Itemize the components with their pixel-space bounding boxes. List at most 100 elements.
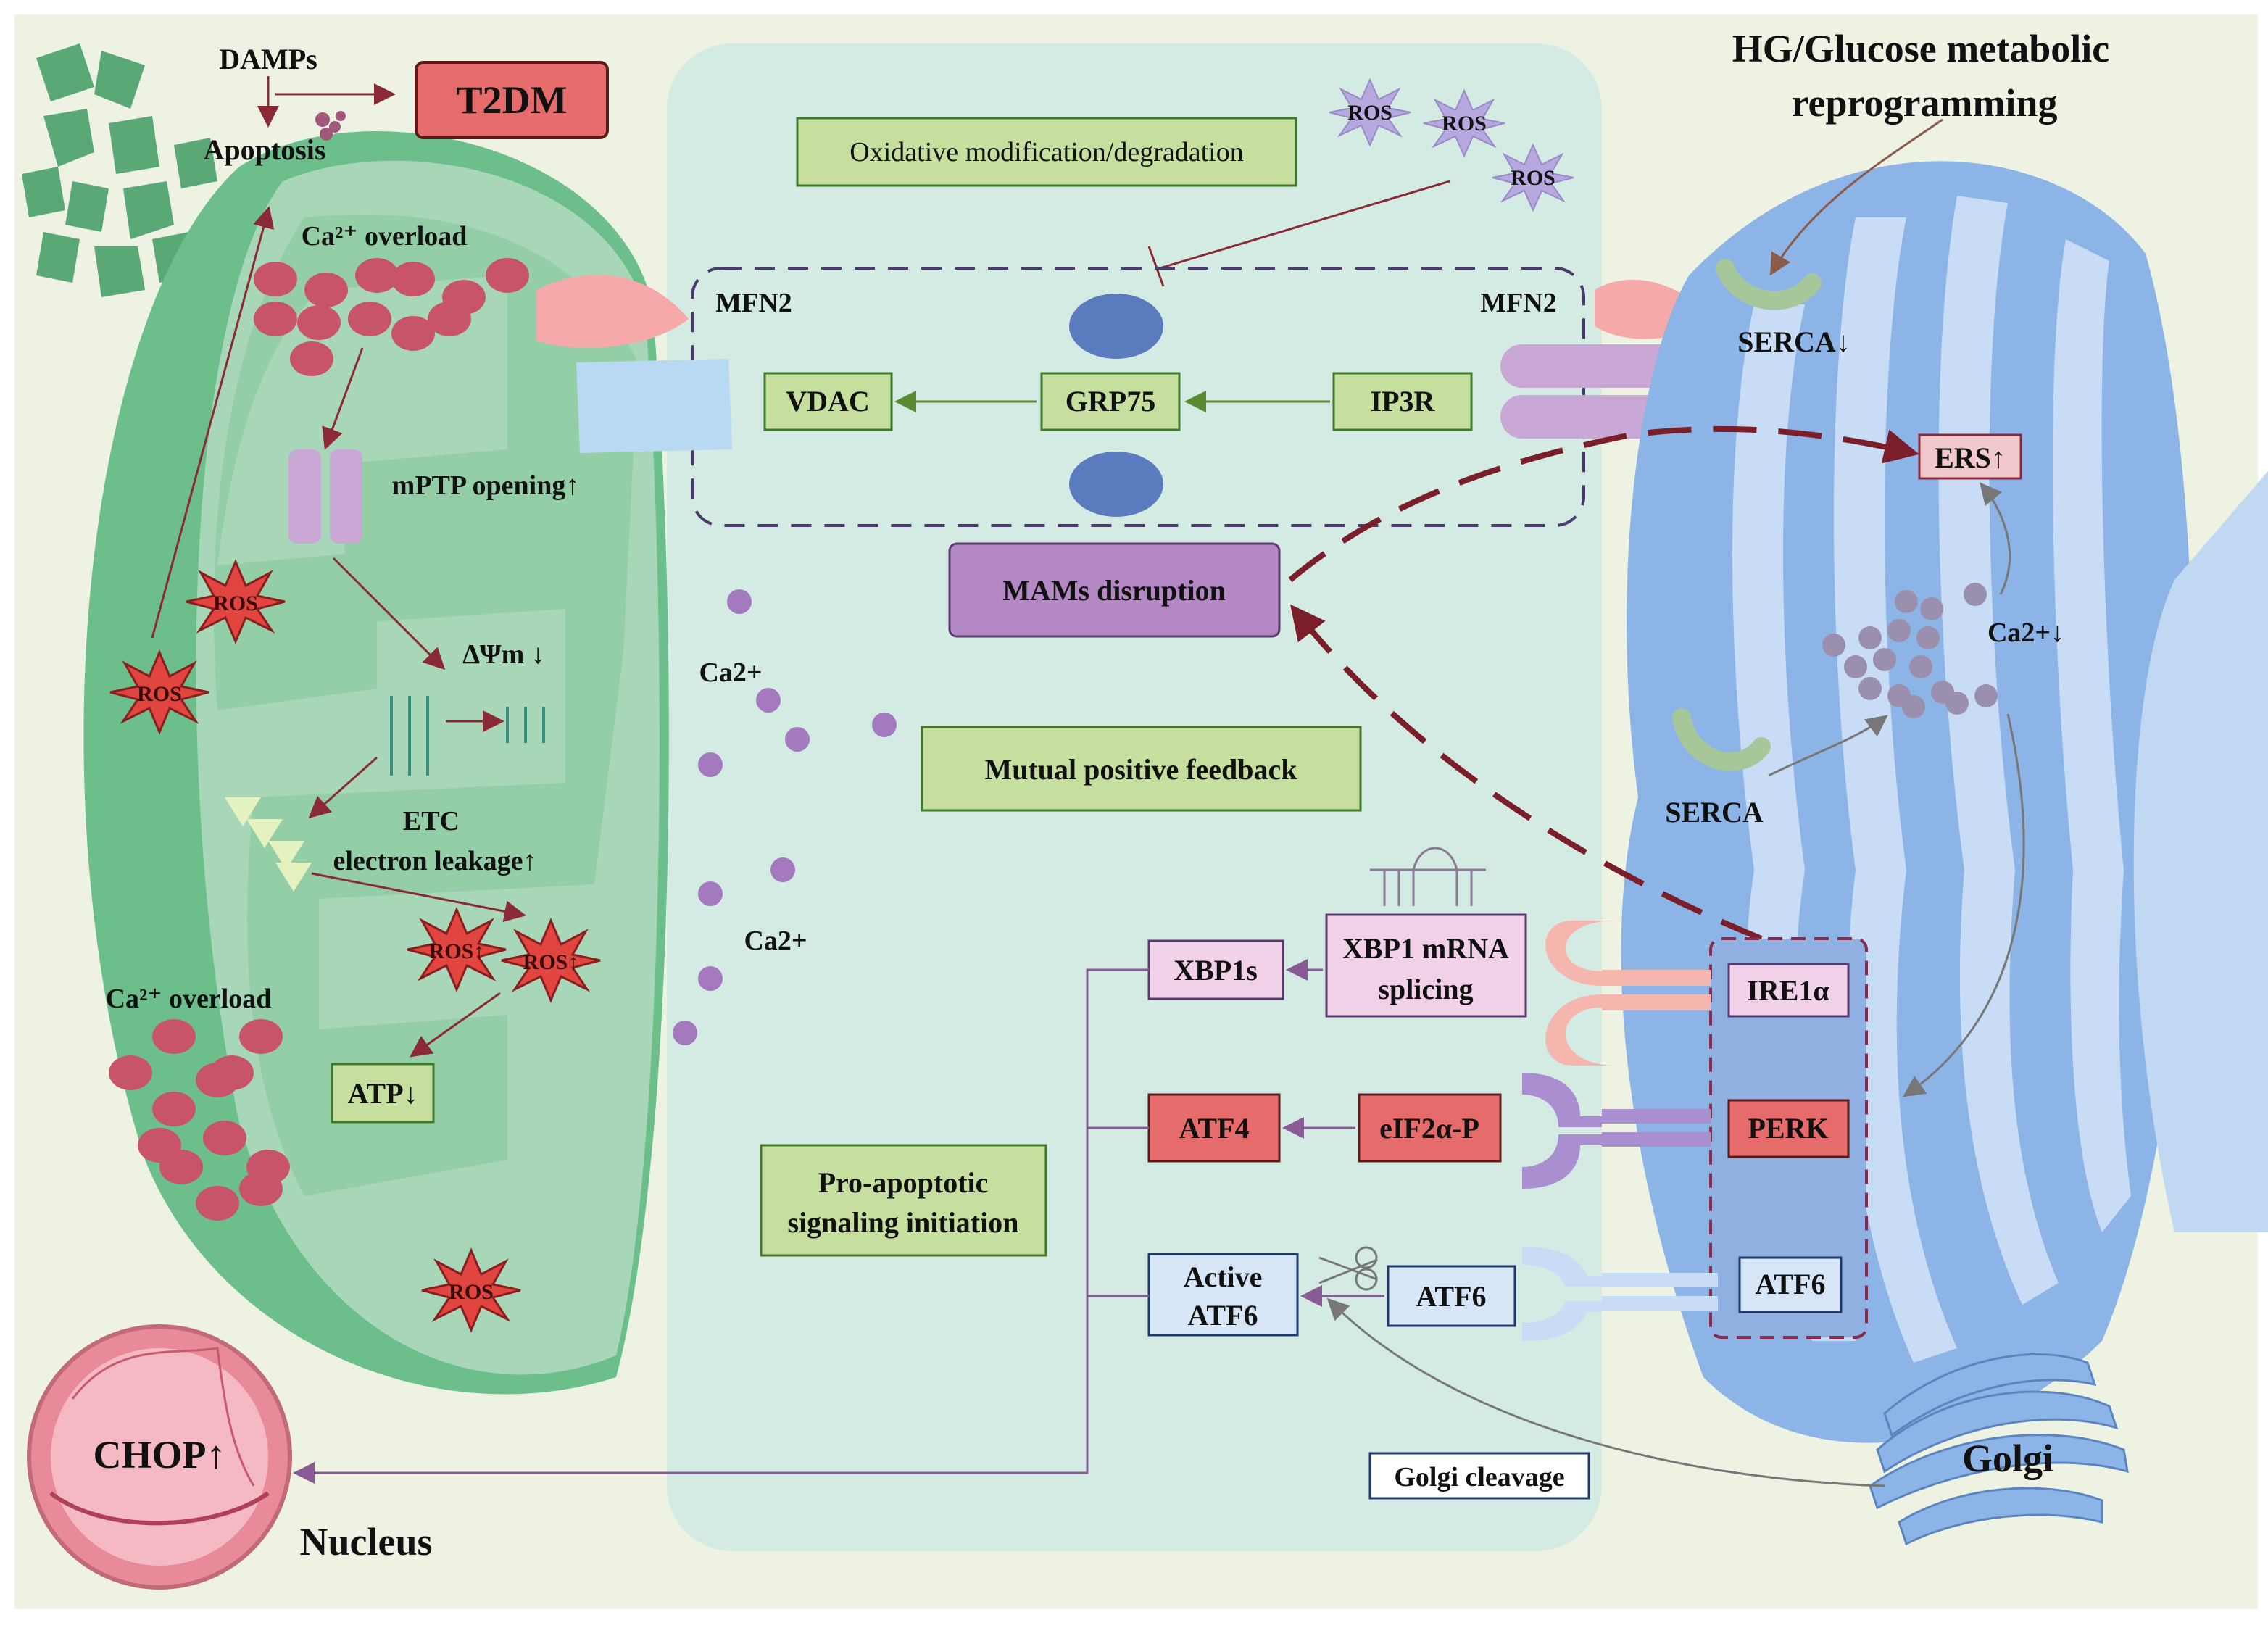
hg-arrow bbox=[1769, 118, 1943, 276]
xbp1-splicing-label-2: splicing bbox=[1378, 973, 1473, 1005]
grp75-subunit-top bbox=[1069, 294, 1163, 359]
mutual-feedback-label: Mutual positive feedback bbox=[984, 753, 1297, 786]
ca-to-ers-arrow bbox=[1980, 482, 2011, 595]
mutual-feedback-box bbox=[921, 726, 1362, 812]
mams-to-ers-arrow bbox=[1288, 425, 1919, 583]
vdac-channel-icon bbox=[576, 359, 732, 453]
inhibition-line bbox=[1147, 180, 1450, 287]
mfn2-left-icon bbox=[536, 275, 689, 348]
atf6-receptor-icon bbox=[1522, 1247, 1718, 1341]
golgi-label: Golgi bbox=[1962, 1437, 2053, 1480]
ip3r-label: IP3R bbox=[1371, 385, 1436, 418]
atf6-er-label: ATF6 bbox=[1755, 1268, 1825, 1300]
grp75-label: GRP75 bbox=[1066, 385, 1155, 418]
svg-text:ROS↑: ROS↑ bbox=[429, 939, 485, 963]
svg-text:ROS: ROS bbox=[1511, 166, 1555, 190]
xbp1s-label: XBP1s bbox=[1174, 954, 1258, 987]
ca2-down-label: Ca2+↓ bbox=[1987, 618, 2064, 648]
ca-ions-cytosol bbox=[673, 589, 897, 1045]
t2dm-label: T2DM bbox=[457, 78, 568, 122]
upr-arrows bbox=[293, 959, 1384, 1484]
hg-label-1: HG/Glucose metabolic bbox=[1732, 27, 2109, 70]
xbp1-splicing-box bbox=[1325, 913, 1527, 1018]
ire1a-label: IRE1α bbox=[1747, 974, 1829, 1007]
ca-overload-bottom-label: Ca²⁺ overload bbox=[106, 984, 272, 1014]
perk-label: PERK bbox=[1748, 1112, 1828, 1145]
ros-burst-1: ROS bbox=[185, 560, 286, 643]
ca-ions-er bbox=[1822, 583, 1998, 718]
chop-label: CHOP↑ bbox=[94, 1433, 226, 1477]
ros-burst-4: ROS↑ bbox=[500, 919, 602, 1002]
delta-psi-label: ΔΨm ↓ bbox=[462, 639, 545, 670]
ca2-label-2: Ca2+ bbox=[744, 926, 807, 956]
ros-purple-2: ROS bbox=[1423, 90, 1505, 157]
oxidative-box bbox=[796, 117, 1297, 187]
ers-label: ERS↑ bbox=[1935, 441, 2006, 474]
perk-receptor-icon bbox=[1522, 1073, 1711, 1189]
ros-burst-5: ROS bbox=[420, 1249, 522, 1332]
xbp1-splicing-label-1: XBP1 mRNA bbox=[1342, 932, 1509, 965]
apoptosis-label: Apoptosis bbox=[204, 133, 326, 166]
mfn2-left-label: MFN2 bbox=[715, 288, 792, 318]
vdac-box bbox=[763, 372, 893, 431]
mito-arrows bbox=[151, 76, 526, 1058]
nucleus-label: Nucleus bbox=[299, 1520, 432, 1563]
ire1a-receptor-icon bbox=[1545, 921, 1711, 1066]
svg-text:ROS: ROS bbox=[137, 682, 182, 706]
golgi-apparatus bbox=[1869, 1353, 2129, 1546]
serca-down-label: SERCA↓ bbox=[1737, 325, 1850, 358]
etc-label-2: electron leakage↑ bbox=[333, 846, 536, 876]
grp75-box bbox=[1040, 372, 1181, 431]
ros-burst-2: ROS bbox=[109, 651, 210, 734]
golgi-arrow bbox=[1326, 1297, 1885, 1487]
ca-to-perk-arrow bbox=[1903, 713, 2025, 1097]
apoptotic-body-icon bbox=[315, 111, 346, 141]
active-atf6-label-2: ATF6 bbox=[1187, 1299, 1258, 1332]
pro-apoptotic-box bbox=[760, 1144, 1047, 1257]
perk-box bbox=[1727, 1099, 1850, 1158]
ca-overload-top-label: Ca²⁺ overload bbox=[302, 221, 468, 252]
vdac-label: VDAC bbox=[786, 385, 870, 418]
eif2a-box bbox=[1358, 1093, 1502, 1163]
oxidative-label: Oxidative modification/degradation bbox=[850, 137, 1243, 167]
svg-text:ROS: ROS bbox=[449, 1280, 494, 1304]
t2dm-box bbox=[415, 61, 609, 139]
ca2-label-1: Ca2+ bbox=[699, 657, 762, 688]
serca-bottom-icon bbox=[1672, 708, 1771, 771]
mptp-pore bbox=[288, 449, 362, 544]
ca-overload-dots-top bbox=[254, 258, 529, 376]
serca-arrow bbox=[1768, 715, 1888, 777]
hg-label-2: reprogramming bbox=[1792, 81, 2058, 125]
svg-text:ROS↑: ROS↑ bbox=[523, 950, 579, 974]
atp-box bbox=[331, 1063, 435, 1124]
nucleus bbox=[27, 1324, 292, 1590]
atp-label: ATP↓ bbox=[347, 1077, 418, 1110]
svg-text:ROS: ROS bbox=[1347, 101, 1392, 125]
active-atf6-label-1: Active bbox=[1184, 1261, 1263, 1293]
atf6-mid-box bbox=[1387, 1265, 1516, 1327]
atf6-mid-label: ATF6 bbox=[1416, 1280, 1486, 1313]
cell-fragments bbox=[22, 43, 217, 297]
xbp1-mrna-icon bbox=[1370, 847, 1486, 906]
active-atf6-box bbox=[1147, 1253, 1299, 1337]
ros-burst-3: ROS↑ bbox=[406, 908, 507, 991]
mams-disruption-label: MAMs disruption bbox=[1002, 574, 1226, 607]
svg-text:ROS: ROS bbox=[213, 591, 258, 615]
svg-text:ROS: ROS bbox=[1442, 112, 1487, 136]
ers-box bbox=[1918, 433, 2022, 480]
ip3r-box bbox=[1332, 372, 1473, 431]
golgi-cleavage-label: Golgi cleavage bbox=[1394, 1462, 1564, 1492]
ca-overload-dots-bottom bbox=[109, 1019, 290, 1221]
eif2a-label: eIF2α-P bbox=[1379, 1112, 1479, 1145]
scissors-icon bbox=[1318, 1246, 1378, 1291]
ros-purple-1: ROS bbox=[1329, 79, 1411, 146]
atf4-label: ATF4 bbox=[1179, 1112, 1249, 1145]
ros-purple-3: ROS bbox=[1492, 144, 1574, 211]
mfn2-right-label: MFN2 bbox=[1480, 288, 1557, 318]
etc-label-1: ETC bbox=[403, 806, 460, 836]
ire1a-to-mams-arrow bbox=[1290, 604, 1763, 942]
serca-label: SERCA bbox=[1665, 796, 1764, 828]
atf6-er-box bbox=[1738, 1256, 1843, 1313]
